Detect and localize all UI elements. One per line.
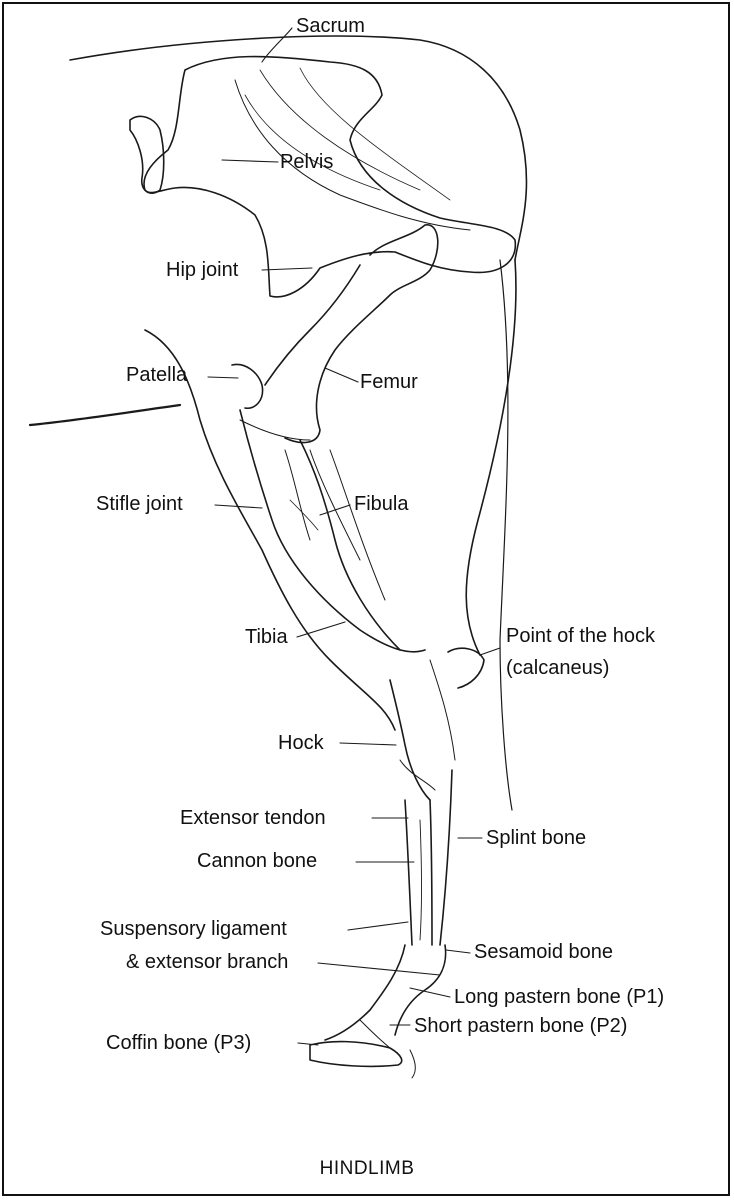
label-suspensory-ligament: Suspensory ligament: [100, 918, 287, 940]
femur-bone: [231, 224, 439, 444]
label-sesamoid-bone: Sesamoid bone: [474, 941, 613, 963]
label-point-of-hock: Point of the hock: [506, 625, 655, 647]
label-hip-joint: Hip joint: [166, 259, 239, 281]
body-outline: [28, 35, 528, 811]
cannon-and-splint-bones: [404, 769, 453, 946]
pastern-and-hoof: [309, 944, 447, 1079]
leader-lines: [207, 27, 501, 1046]
label-long-pastern-bone: Long pastern bone (P1): [454, 986, 665, 1008]
label-femur: Femur: [360, 371, 418, 393]
pelvis-bone: [129, 55, 517, 298]
label-short-pastern-bone: Short pastern bone (P2): [414, 1015, 628, 1037]
label-patella: Patella: [126, 364, 188, 386]
label-coffin-bone: Coffin bone (P3): [106, 1032, 252, 1054]
hock-joint: [389, 647, 485, 801]
label-extensor-tendon: Extensor tendon: [180, 807, 326, 829]
label-splint-bone: Splint bone: [486, 827, 587, 849]
label-stifle-joint: Stifle joint: [96, 493, 183, 515]
label-sacrum: Sacrum: [296, 15, 365, 37]
label-pelvis: Pelvis: [280, 151, 334, 173]
label-calcaneus: (calcaneus): [506, 657, 610, 679]
tibia-fibula-bones: [239, 409, 426, 653]
label-cannon-bone: Cannon bone: [197, 850, 318, 872]
label-fibula: Fibula: [354, 493, 409, 515]
label-extensor-branch: & extensor branch: [126, 951, 289, 973]
label-hock: Hock: [278, 732, 324, 754]
label-tibia: Tibia: [245, 626, 288, 648]
diagram-caption: HINDLIMB: [319, 1158, 415, 1179]
